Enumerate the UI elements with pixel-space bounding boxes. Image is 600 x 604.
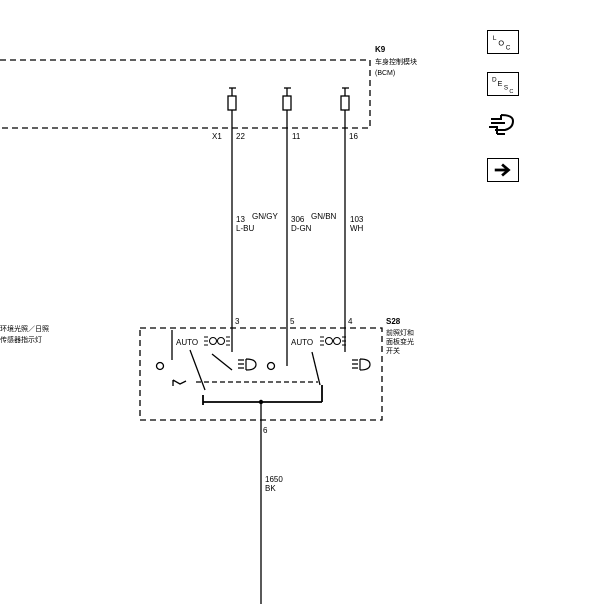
bcm-resistor-1	[227, 87, 237, 120]
wire-label-3: 103 WH	[350, 215, 364, 233]
parklamp-icon-left	[204, 336, 230, 346]
headlamp-icon-left	[238, 358, 257, 371]
bcm-connector-label: X1	[212, 132, 222, 141]
switch-pin-5: 5	[290, 317, 295, 326]
svg-text:环境光照／日照: 环境光照／日照	[0, 324, 49, 333]
svg-text:S: S	[504, 85, 508, 92]
bcm-resistor-3	[340, 87, 350, 120]
svg-text:C: C	[509, 89, 513, 95]
bcm-pin-11: 11	[292, 132, 301, 141]
wire-label-1650: 1650 BK	[265, 475, 283, 493]
svg-text:13: 13	[236, 215, 245, 224]
auto-label-right: AUTO	[291, 338, 313, 347]
svg-text:前照灯和: 前照灯和	[386, 328, 414, 337]
bcm-module-label: K9 车身控制模块 (BCM)	[375, 45, 417, 77]
svg-text:103: 103	[350, 215, 364, 224]
switch-label: S28 前照灯和 面板变光 开关	[386, 317, 414, 355]
headlamp-icon-right	[352, 358, 371, 371]
switch-pin-3: 3	[235, 317, 240, 326]
svg-text:D: D	[492, 76, 497, 83]
bcm-pin-16: 16	[349, 132, 358, 141]
auto-label-left: AUTO	[176, 338, 198, 347]
switch-contacts	[155, 326, 346, 391]
svg-text:面板变光: 面板变光	[386, 337, 414, 346]
svg-text:1650: 1650	[265, 475, 283, 484]
svg-text:GN/BN: GN/BN	[311, 212, 337, 221]
location-legend-icon[interactable]: L O C	[487, 30, 519, 54]
svg-text:GN/GY: GN/GY	[252, 212, 278, 221]
bcm-abbr: (BCM)	[375, 70, 395, 77]
svg-text:L: L	[493, 35, 497, 42]
switch-pin-6: 6	[263, 426, 268, 435]
switch-ref: S28	[386, 317, 401, 326]
parklamp-icon-right	[320, 336, 346, 346]
bcm-pin-22: 22	[236, 132, 245, 141]
svg-text:L-BU: L-BU	[236, 224, 254, 233]
description-legend-icon[interactable]: D E S C	[487, 72, 519, 96]
svg-text:开关: 开关	[386, 346, 400, 355]
svg-text:传感器指示灯: 传感器指示灯	[0, 335, 42, 344]
svg-text:D-GN: D-GN	[291, 224, 312, 233]
ambient-sensor-label: 环境光照／日照 传感器指示灯	[0, 324, 49, 344]
switch-pin-4: 4	[348, 317, 353, 326]
wire-label-1: 13 GN/GY L-BU	[236, 212, 278, 233]
svg-text:O: O	[498, 39, 504, 48]
wire-label-2: 306 GN/BN D-GN	[291, 212, 337, 233]
connector-end-view-icon[interactable]	[487, 110, 519, 140]
svg-text:C: C	[506, 44, 511, 51]
bcm-module-outline	[0, 59, 371, 129]
svg-text:E: E	[498, 79, 503, 88]
svg-text:306: 306	[291, 215, 305, 224]
next-page-arrow-icon[interactable]	[487, 158, 519, 182]
bcm-ref: K9	[375, 45, 386, 54]
bcm-resistor-2	[282, 87, 292, 120]
svg-text:BK: BK	[265, 484, 276, 493]
svg-text:WH: WH	[350, 224, 364, 233]
bcm-name: 车身控制模块	[375, 57, 417, 66]
